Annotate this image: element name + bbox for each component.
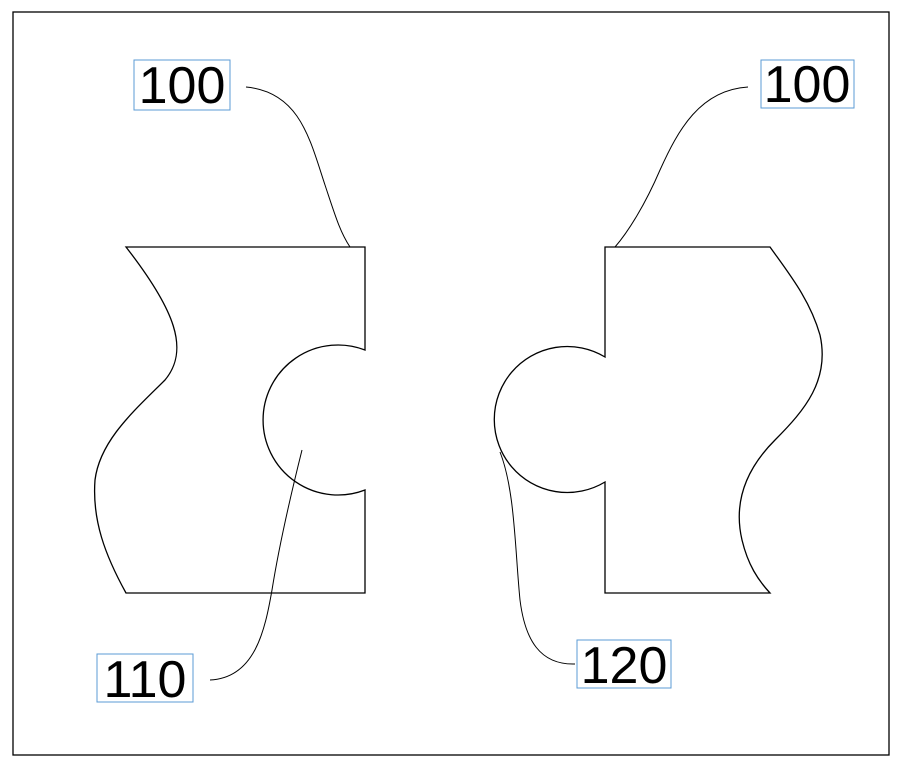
left-piece-outline: [93, 246, 366, 594]
leader-line-100-left: [245, 86, 351, 248]
label-120: 120: [576, 637, 672, 695]
label-100-left: 100: [133, 57, 231, 115]
leader-line-120: [499, 451, 576, 665]
leader-line-100-right: [614, 86, 749, 248]
right-piece-outline: [493, 246, 823, 594]
label-110: 110: [96, 651, 194, 709]
figure-frame: [12, 11, 890, 756]
label-120-text: 120: [581, 637, 668, 695]
label-100-right: 100: [760, 56, 855, 114]
label-110-text: 110: [104, 651, 187, 709]
leader-line-110: [209, 449, 303, 681]
label-100-right-text: 100: [764, 56, 851, 114]
label-100-left-text: 100: [139, 57, 226, 115]
